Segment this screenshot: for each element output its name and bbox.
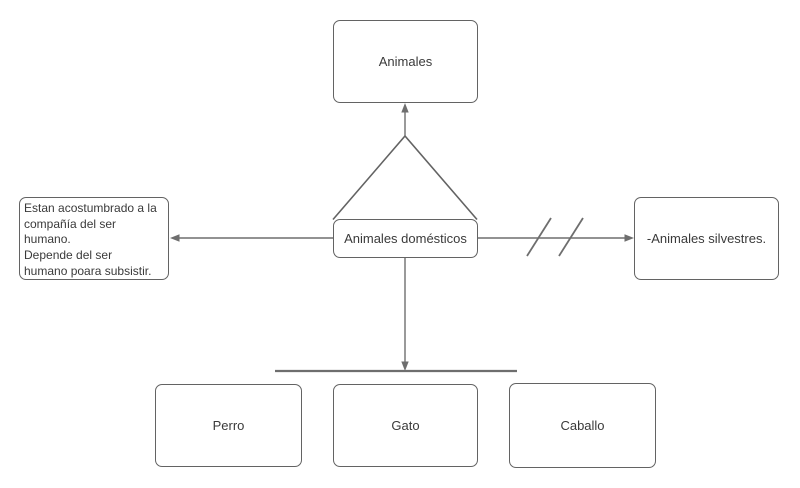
arrow-down-head xyxy=(401,361,409,371)
slash-mark-2 xyxy=(558,217,584,257)
node-animales-label: Animales xyxy=(378,54,433,69)
arrow-up-head xyxy=(401,103,409,113)
node-animales-domesticos-label: Animales domésticos xyxy=(344,231,467,246)
arrow-right-head xyxy=(624,234,634,242)
node-descripcion[interactable]: Estan acostumbrado a la compañía del ser… xyxy=(19,197,169,280)
node-animales-silvestres[interactable]: -Animales silvestres. xyxy=(634,197,779,280)
node-animales-silvestres-label: -Animales silvestres. xyxy=(646,231,767,246)
arrow-left-head xyxy=(170,234,180,242)
triangle-shape xyxy=(332,134,478,221)
node-animales-domesticos[interactable]: Animales domésticos xyxy=(333,219,478,258)
node-caballo-label: Caballo xyxy=(560,418,605,433)
node-caballo[interactable]: Caballo xyxy=(509,383,656,468)
node-animales[interactable]: Animales xyxy=(333,20,478,103)
node-gato-label: Gato xyxy=(391,418,420,433)
node-gato[interactable]: Gato xyxy=(333,384,478,467)
slash-mark-1 xyxy=(526,217,552,257)
node-descripcion-text: Estan acostumbrado a la compañía del ser… xyxy=(24,201,157,278)
node-perro-label: Perro xyxy=(212,418,245,433)
node-perro[interactable]: Perro xyxy=(155,384,302,467)
